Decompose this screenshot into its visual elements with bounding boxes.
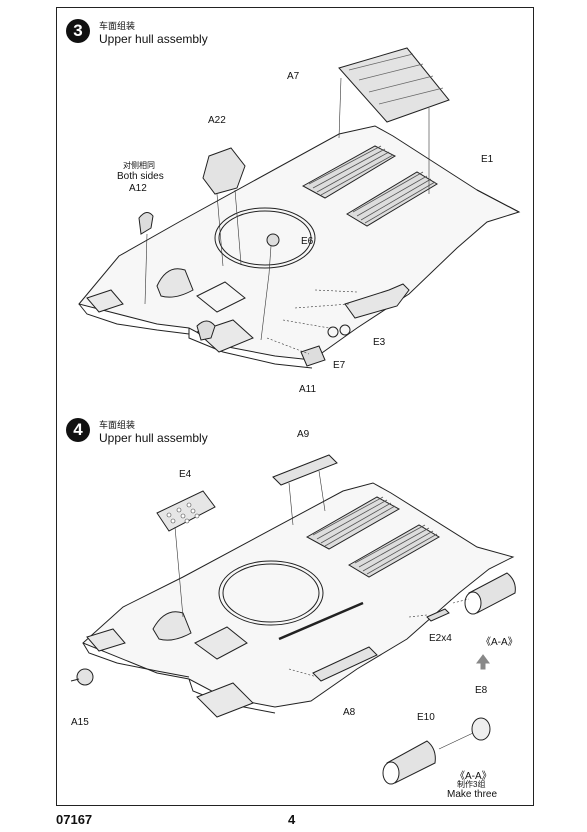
step-number-badge: 4	[66, 418, 90, 442]
label-a9: A9	[297, 429, 310, 440]
label-a-a-bottom: 《A-A》	[455, 771, 492, 782]
label-make-three-en: Make three	[447, 789, 498, 800]
label-both-sides-cn: 对侧相同	[123, 161, 155, 170]
step-3-panel: 3 车面组装 Upper hull assembly	[56, 7, 534, 409]
step-title-cn: 车面组装	[99, 420, 136, 430]
page-number: 4	[288, 812, 296, 827]
upper-hull-drawing-step3	[78, 47, 521, 369]
step-title-cn: 车面组装	[99, 21, 136, 31]
step-title-en: Upper hull assembly	[99, 431, 208, 445]
label-make-three-cn: 制作3组	[457, 780, 486, 789]
label-a22: A22	[208, 115, 226, 126]
product-code: 07167	[56, 812, 93, 827]
label-e6: E6	[301, 236, 314, 247]
label-e2x4: E2x4	[429, 633, 452, 644]
label-a11: A11	[299, 384, 317, 395]
label-e3: E3	[373, 337, 386, 348]
label-e4: E4	[179, 469, 192, 480]
label-both-sides-en: Both sides	[117, 171, 164, 182]
upper-hull-drawing-step4	[70, 454, 516, 785]
label-a-a-top: 《A-A》	[481, 637, 518, 648]
step-title: 车面组装 Upper hull assembly	[99, 419, 208, 446]
label-a12: A12	[129, 183, 147, 194]
label-a7: A7	[287, 71, 300, 82]
label-e1: E1	[481, 154, 494, 165]
label-e8: E8	[475, 685, 488, 696]
label-e7: E7	[333, 360, 346, 371]
label-a8: A8	[343, 707, 356, 718]
step-title: 车面组装 Upper hull assembly	[99, 20, 208, 47]
label-a15: A15	[71, 717, 89, 728]
label-e10: E10	[417, 712, 435, 723]
step-4-panel: 4 车面组装 Upper hull assembly	[56, 407, 534, 806]
step-number-badge: 3	[66, 19, 90, 43]
step-title-en: Upper hull assembly	[99, 32, 208, 46]
